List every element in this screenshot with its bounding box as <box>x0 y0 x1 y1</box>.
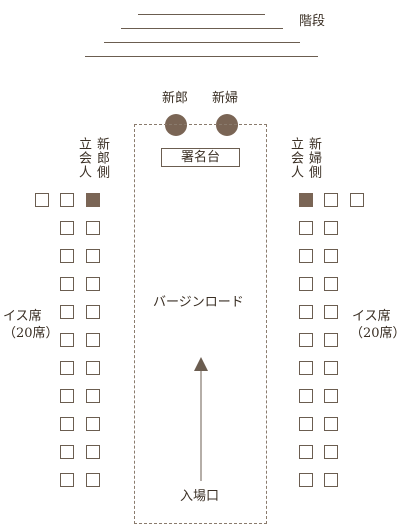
bride-side-label: 新婦側 <box>306 137 321 179</box>
seat-left <box>86 221 100 235</box>
seat-left <box>60 221 74 235</box>
seat-left <box>60 445 74 459</box>
seat-right <box>299 473 313 487</box>
left-seats-label: イス席 <box>3 309 42 324</box>
seat-left <box>86 277 100 291</box>
seat-left <box>60 389 74 403</box>
right-seats-label: イス席 <box>352 309 391 324</box>
seat-left <box>86 333 100 347</box>
seat-left <box>60 417 74 431</box>
seat-left <box>60 305 74 319</box>
entrance-label: 入場口 <box>180 489 220 504</box>
seat-left <box>86 389 100 403</box>
virgin-road-label: バージンロード <box>153 295 244 310</box>
seat-left <box>60 473 74 487</box>
seat-left <box>60 277 74 291</box>
seat-right <box>299 305 313 319</box>
seat-left <box>60 361 74 375</box>
seat-right <box>324 445 338 459</box>
seat-right <box>299 333 313 347</box>
seat-right <box>324 361 338 375</box>
left-seats-count: （20席） <box>3 326 59 341</box>
seat-right <box>299 389 313 403</box>
seat-left <box>86 249 100 263</box>
seat-left <box>86 305 100 319</box>
groom-label: 新郎 <box>162 91 189 106</box>
seat-left <box>86 473 100 487</box>
stage-label: 階段 <box>299 14 326 29</box>
seat-right <box>324 389 338 403</box>
seat-left <box>86 445 100 459</box>
seat-right <box>324 249 338 263</box>
stair-line <box>138 14 265 15</box>
seat-right-outer <box>350 193 364 207</box>
stair-line <box>85 56 318 57</box>
bride-witness-label: 立会人 <box>288 137 303 179</box>
seat-groom-witness <box>86 193 100 207</box>
right-seats-count: （20席） <box>350 326 401 341</box>
seat-left <box>86 417 100 431</box>
seat-right <box>324 221 338 235</box>
seat-right <box>299 277 313 291</box>
arrow-head-icon <box>194 357 208 371</box>
seat-left <box>86 361 100 375</box>
bride-label: 新婦 <box>212 91 239 106</box>
seat-right <box>324 333 338 347</box>
seat-right <box>299 417 313 431</box>
seat-right <box>299 361 313 375</box>
seat-left <box>60 249 74 263</box>
seat-left-outer <box>35 193 49 207</box>
stair-line <box>121 28 283 29</box>
seat-right <box>299 445 313 459</box>
bride-position-marker <box>216 114 238 136</box>
entrance-arrow <box>194 357 208 481</box>
groom-position-marker <box>165 114 187 136</box>
groom-witness-label: 立会人 <box>76 137 91 179</box>
signing-table: 署名台 <box>161 148 240 167</box>
stair-line <box>104 42 300 43</box>
seat-left-groom-side <box>60 193 74 207</box>
seat-right <box>324 277 338 291</box>
groom-side-label: 新郎側 <box>94 137 109 179</box>
virgin-road <box>134 124 267 524</box>
seat-right-bride-side <box>324 193 338 207</box>
seat-right <box>299 249 313 263</box>
seat-bride-witness <box>299 193 313 207</box>
seat-right <box>299 221 313 235</box>
seat-right <box>324 417 338 431</box>
seat-right <box>324 305 338 319</box>
seat-right <box>324 473 338 487</box>
seat-left <box>60 333 74 347</box>
